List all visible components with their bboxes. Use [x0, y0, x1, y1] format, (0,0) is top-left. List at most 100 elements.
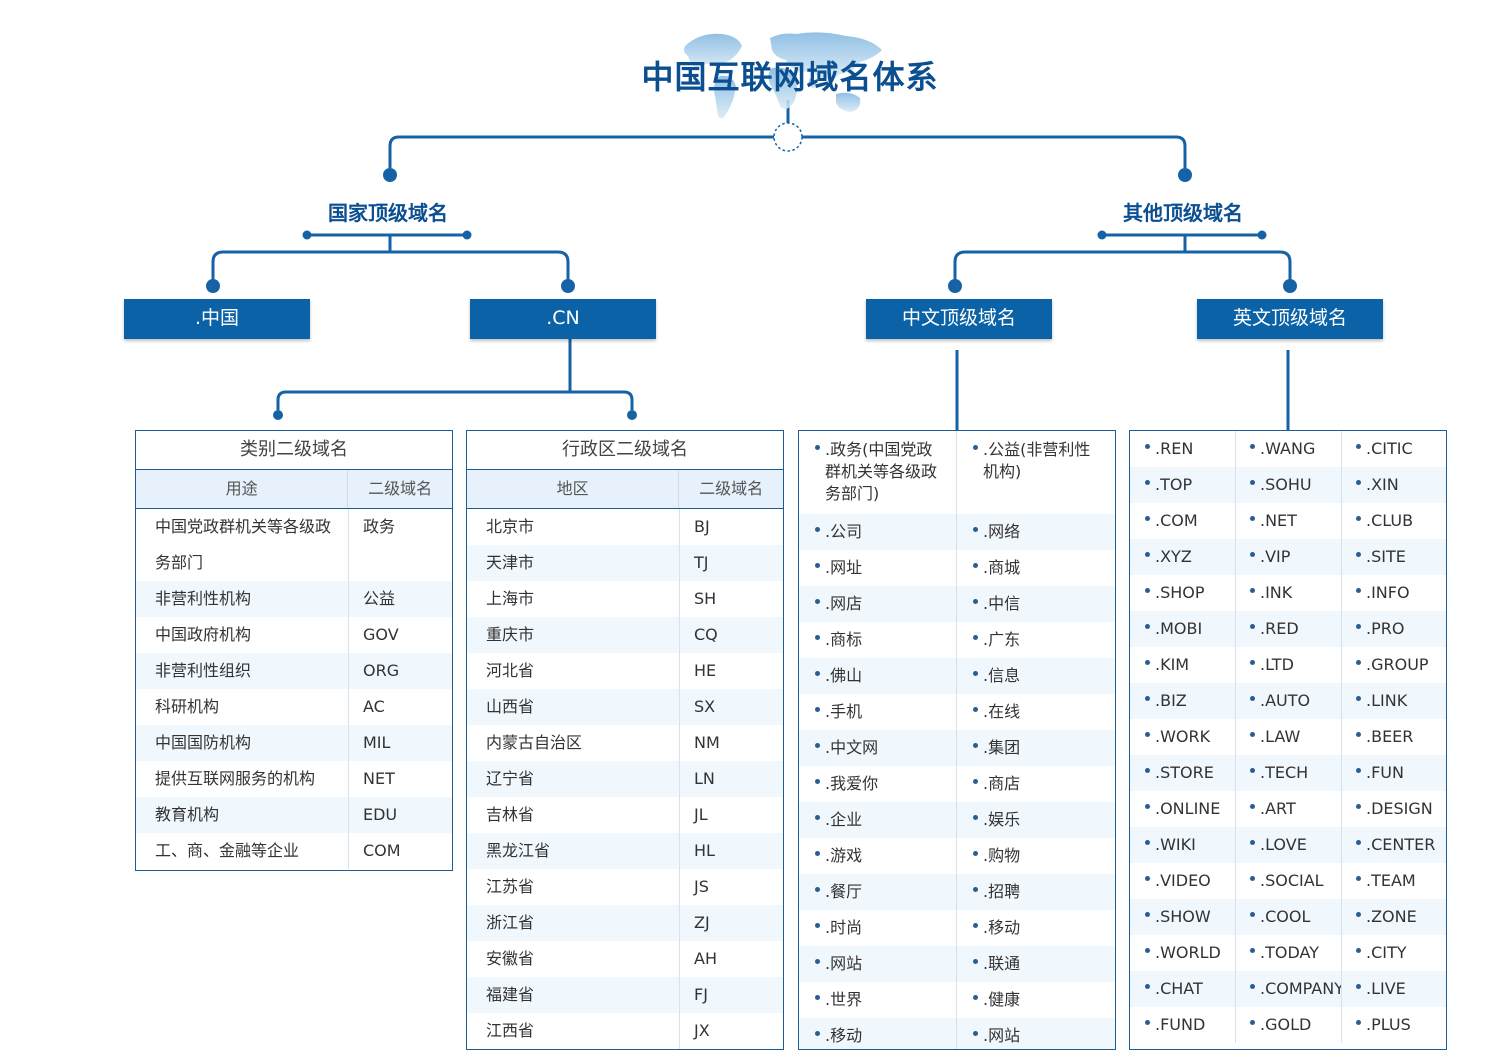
tld-item[interactable]: .CLUB: [1341, 503, 1446, 539]
tld-item[interactable]: .CHAT: [1130, 971, 1235, 1007]
tld-item[interactable]: .时尚: [799, 910, 957, 946]
tld-item[interactable]: .LOVE: [1235, 827, 1341, 863]
tld-item[interactable]: .COM: [1130, 503, 1235, 539]
cn-node-button[interactable]: .CN: [470, 299, 656, 339]
tld-item[interactable]: .INK: [1235, 575, 1341, 611]
tld-item[interactable]: .广东: [957, 622, 1115, 658]
tld-item[interactable]: .联通: [957, 946, 1115, 982]
tld-item[interactable]: .SHOP: [1130, 575, 1235, 611]
tld-item[interactable]: .TECH: [1235, 755, 1341, 791]
tld-item[interactable]: .BIZ: [1130, 683, 1235, 719]
tld-item[interactable]: .VIDEO: [1130, 863, 1235, 899]
tld-item[interactable]: .CENTER: [1341, 827, 1446, 863]
tld-item[interactable]: .XIN: [1341, 467, 1446, 503]
tld-item[interactable]: .TODAY: [1235, 935, 1341, 971]
tld-item[interactable]: .在线: [957, 694, 1115, 730]
tld-item[interactable]: .中文网: [799, 730, 957, 766]
tld-item[interactable]: .WORLD: [1130, 935, 1235, 971]
tld-item[interactable]: .网站: [957, 1018, 1115, 1049]
bullet-icon: [1145, 912, 1150, 917]
tld-item[interactable]: .WIKI: [1130, 827, 1235, 863]
tld-item[interactable]: .公司: [799, 514, 957, 550]
tld-item[interactable]: .FUND: [1130, 1007, 1235, 1043]
tld-item[interactable]: .SITE: [1341, 539, 1446, 575]
tld-item[interactable]: .网络: [957, 514, 1115, 550]
tld-item[interactable]: .世界: [799, 982, 957, 1018]
tld-item[interactable]: .LAW: [1235, 719, 1341, 755]
tld-item[interactable]: .手机: [799, 694, 957, 730]
tld-item[interactable]: .政务(中国党政群机关等各级政务部门): [799, 431, 957, 514]
tld-text: .COOL: [1260, 907, 1311, 926]
tld-item[interactable]: .商城: [957, 550, 1115, 586]
tld-item[interactable]: .XYZ: [1130, 539, 1235, 575]
tld-item[interactable]: .TOP: [1130, 467, 1235, 503]
tld-item[interactable]: .娱乐: [957, 802, 1115, 838]
tld-item[interactable]: .BEER: [1341, 719, 1446, 755]
tld-item[interactable]: .WANG: [1235, 431, 1341, 467]
tld-item[interactable]: .CITIC: [1341, 431, 1446, 467]
tld-item[interactable]: .AUTO: [1235, 683, 1341, 719]
category-second-level-table: 类别二级域名 用途 二级域名 中国党政群机关等各级政务部门政务非营利性机构公益中…: [135, 430, 453, 871]
tld-item[interactable]: .CITY: [1341, 935, 1446, 971]
chinese-tld-list: .政务(中国党政群机关等各级政务部门).公益(非营利性机构).公司.网络.网址.…: [798, 430, 1116, 1050]
english-tld-list: .REN.WANG.CITIC .TOP.SOHU.XIN .COM.NET.CLU…: [1129, 430, 1447, 1050]
zhongguo-node-button[interactable]: .中国: [124, 299, 310, 339]
chinese-tld-button[interactable]: 中文顶级域名: [866, 299, 1052, 339]
tld-item[interactable]: .网站: [799, 946, 957, 982]
tld-item[interactable]: .网店: [799, 586, 957, 622]
tld-item[interactable]: .GOLD: [1235, 1007, 1341, 1043]
tld-item[interactable]: .移动: [799, 1018, 957, 1049]
english-tld-button[interactable]: 英文顶级域名: [1197, 299, 1383, 339]
tld-item[interactable]: .COMPANY: [1235, 971, 1341, 1007]
tld-item[interactable]: .PLUS: [1341, 1007, 1446, 1043]
tld-item[interactable]: .SHOW: [1130, 899, 1235, 935]
tld-item[interactable]: .REN: [1130, 431, 1235, 467]
tld-item[interactable]: .中信: [957, 586, 1115, 622]
tld-item[interactable]: .KIM: [1130, 647, 1235, 683]
tld-item[interactable]: .健康: [957, 982, 1115, 1018]
tld-item[interactable]: .商标: [799, 622, 957, 658]
tld-item[interactable]: .LIVE: [1341, 971, 1446, 1007]
tld-item[interactable]: .ART: [1235, 791, 1341, 827]
tld-item[interactable]: .佛山: [799, 658, 957, 694]
tld-item[interactable]: .我爱你: [799, 766, 957, 802]
bullet-icon: [1356, 1020, 1361, 1025]
tld-item[interactable]: .WORK: [1130, 719, 1235, 755]
tld-item[interactable]: .企业: [799, 802, 957, 838]
tld-item[interactable]: .STORE: [1130, 755, 1235, 791]
list-row: .政务(中国党政群机关等各级政务部门).公益(非营利性机构): [799, 431, 1115, 514]
tld-item[interactable]: .ZONE: [1341, 899, 1446, 935]
tld-item[interactable]: .SOHU: [1235, 467, 1341, 503]
tld-item[interactable]: .SOCIAL: [1235, 863, 1341, 899]
tld-item[interactable]: .信息: [957, 658, 1115, 694]
tld-item[interactable]: .网址: [799, 550, 957, 586]
tld-item[interactable]: .VIP: [1235, 539, 1341, 575]
tld-item[interactable]: .DESIGN: [1341, 791, 1446, 827]
tld-item[interactable]: .TEAM: [1341, 863, 1446, 899]
tld-item[interactable]: .餐厅: [799, 874, 957, 910]
list-row: .企业.娱乐: [799, 802, 1115, 838]
tld-item[interactable]: .集团: [957, 730, 1115, 766]
tld-item[interactable]: .MOBI: [1130, 611, 1235, 647]
bullet-icon: [815, 923, 820, 928]
tld-item[interactable]: .INFO: [1341, 575, 1446, 611]
tld-item[interactable]: .FUN: [1341, 755, 1446, 791]
cell-label: 重庆市: [486, 625, 535, 644]
tld-item[interactable]: .LINK: [1341, 683, 1446, 719]
tld-item[interactable]: .公益(非营利性机构): [957, 431, 1115, 514]
tld-item[interactable]: .ONLINE: [1130, 791, 1235, 827]
tld-item[interactable]: .LTD: [1235, 647, 1341, 683]
tld-item[interactable]: .移动: [957, 910, 1115, 946]
tld-item[interactable]: .PRO: [1341, 611, 1446, 647]
tld-item[interactable]: .游戏: [799, 838, 957, 874]
tld-item[interactable]: .商店: [957, 766, 1115, 802]
tld-item[interactable]: .NET: [1235, 503, 1341, 539]
tld-item[interactable]: .招聘: [957, 874, 1115, 910]
tld-item[interactable]: .GROUP: [1341, 647, 1446, 683]
tld-item[interactable]: .RED: [1235, 611, 1341, 647]
column-divider: [956, 431, 957, 1049]
tld-text: .ZONE: [1366, 907, 1417, 926]
tld-item[interactable]: .购物: [957, 838, 1115, 874]
tld-item[interactable]: .COOL: [1235, 899, 1341, 935]
